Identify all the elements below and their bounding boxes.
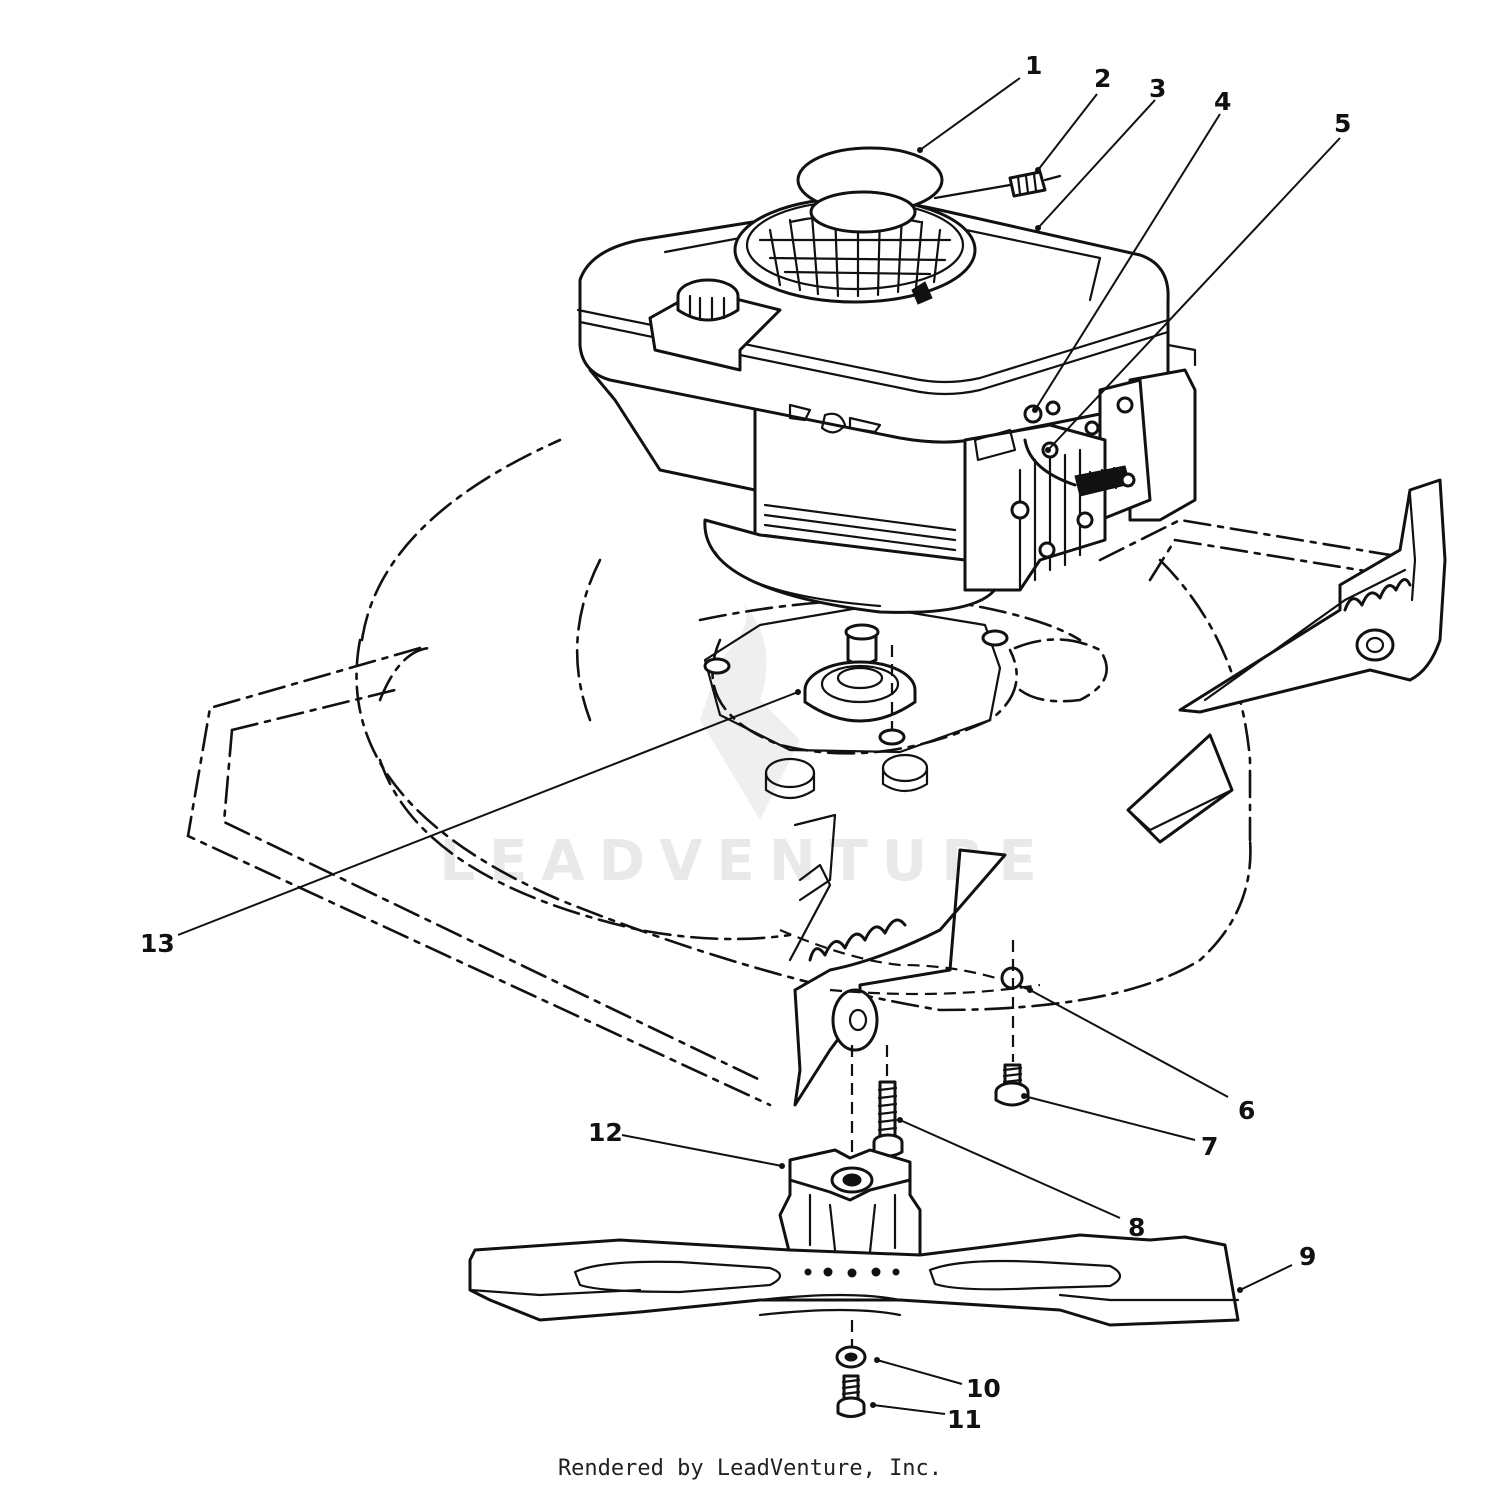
mower-deck bbox=[186, 438, 1422, 1107]
callouts: 1 2 3 4 5 6 7 8 9 10 11 12 13 bbox=[140, 51, 1351, 1434]
callout-12: 12 bbox=[588, 1118, 623, 1147]
front-height-adjuster bbox=[779, 813, 1041, 1107]
callout-9: 9 bbox=[1299, 1242, 1316, 1271]
right-height-adjuster bbox=[1178, 478, 1447, 714]
leader-13 bbox=[177, 691, 799, 936]
leader-10 bbox=[876, 1359, 963, 1385]
leader-9 bbox=[1239, 1264, 1293, 1291]
callout-4: 4 bbox=[1214, 87, 1231, 116]
leader-5 bbox=[1047, 137, 1341, 451]
footer-credit: Rendered by LeadVenture, Inc. bbox=[557, 1456, 943, 1481]
hardware bbox=[835, 1063, 1030, 1418]
leader-12 bbox=[621, 1134, 783, 1167]
callout-7: 7 bbox=[1201, 1132, 1218, 1161]
callout-8: 8 bbox=[1128, 1213, 1145, 1242]
callout-5: 5 bbox=[1334, 109, 1351, 138]
callout-6: 6 bbox=[1238, 1096, 1255, 1125]
leader-3 bbox=[1037, 99, 1156, 229]
leader-7 bbox=[1023, 1095, 1196, 1141]
leader-6 bbox=[1029, 989, 1229, 1098]
blade-adapter bbox=[778, 1148, 922, 1263]
engine bbox=[576, 146, 1197, 746]
watermark: LEADVENTURE bbox=[439, 600, 1050, 894]
callout-3: 3 bbox=[1149, 74, 1166, 103]
watermark-text: LEADVENTURE bbox=[439, 829, 1050, 894]
callout-1: 1 bbox=[1025, 51, 1042, 80]
callout-13: 13 bbox=[140, 929, 175, 958]
blade bbox=[468, 1233, 1240, 1327]
leader-lines bbox=[177, 77, 1341, 1415]
leader-4 bbox=[1034, 113, 1221, 411]
leader-2 bbox=[1037, 93, 1098, 171]
leader-8 bbox=[899, 1119, 1121, 1219]
leader-1 bbox=[919, 77, 1021, 151]
leader-11 bbox=[872, 1404, 946, 1415]
callout-11: 11 bbox=[947, 1405, 982, 1434]
callout-10: 10 bbox=[966, 1374, 1001, 1403]
callout-2: 2 bbox=[1094, 64, 1111, 93]
